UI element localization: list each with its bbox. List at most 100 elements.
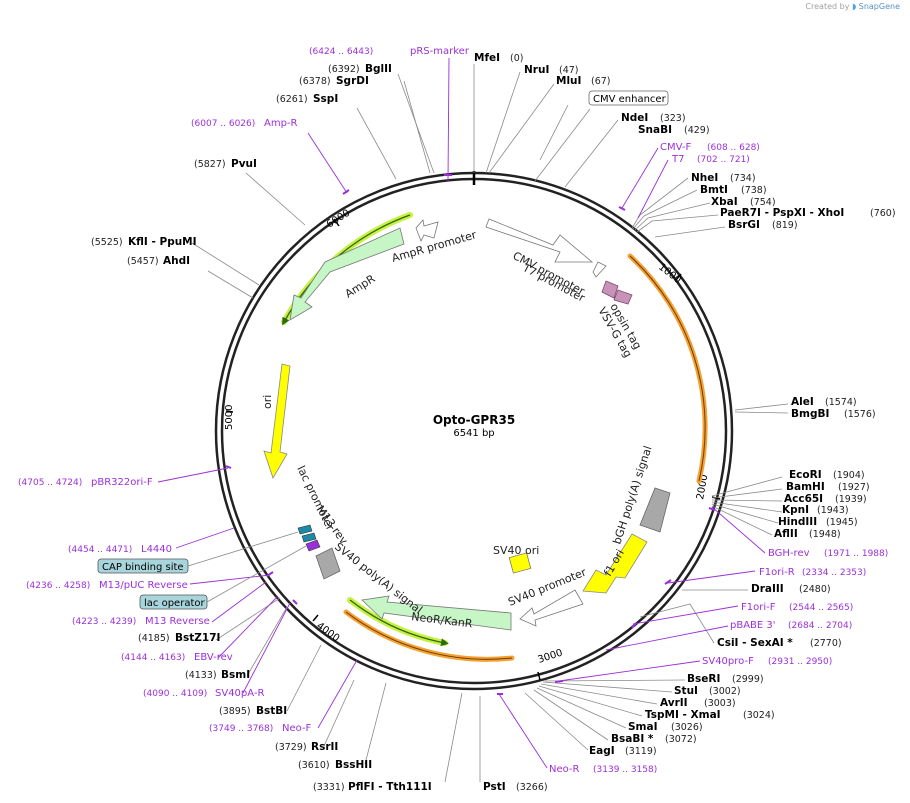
primer-m13-puc-reverse: M13/pUC Reverse bbox=[99, 580, 188, 591]
svg-text:(1971 .. 1988): (1971 .. 1988) bbox=[824, 549, 888, 559]
svg-text:(1948): (1948) bbox=[809, 529, 841, 540]
site-bsshii: BssHII bbox=[335, 759, 372, 771]
site-mfei: MfeI bbox=[474, 52, 500, 64]
site-srui: NruI bbox=[524, 64, 549, 76]
svg-text:(0): (0) bbox=[510, 53, 523, 64]
svg-text:(738): (738) bbox=[741, 185, 767, 196]
sv40-promoter-arrow bbox=[519, 589, 584, 627]
site-hindiii: HindIII bbox=[778, 516, 817, 528]
primer-amp-r: Amp-R bbox=[264, 118, 298, 129]
lac-operator-feature bbox=[305, 539, 321, 552]
svg-text:(323): (323) bbox=[660, 113, 686, 124]
primer-neo-r: Neo-R bbox=[549, 764, 580, 775]
primer-f1ori-f: F1ori-F bbox=[741, 602, 776, 613]
svg-text:(1945): (1945) bbox=[826, 517, 858, 528]
site-ahdi: AhdI bbox=[163, 255, 190, 267]
tick-label-3000: 3000 bbox=[537, 648, 565, 666]
svg-text:(2334 .. 2353): (2334 .. 2353) bbox=[802, 568, 866, 578]
svg-text:(6392): (6392) bbox=[328, 64, 360, 75]
site-sspi: SspI bbox=[313, 93, 338, 105]
svg-text:(5525): (5525) bbox=[91, 237, 123, 248]
svg-text:(3119): (3119) bbox=[625, 746, 657, 757]
t7-promoter-arrow bbox=[592, 261, 607, 278]
site-aflii: AflII bbox=[774, 528, 798, 540]
svg-text:(47): (47) bbox=[559, 65, 579, 76]
svg-text:(2684 .. 2704): (2684 .. 2704) bbox=[788, 621, 852, 631]
svg-text:(4223 .. 4239): (4223 .. 4239) bbox=[72, 617, 136, 627]
primer-m13-reverse: M13 Reverse bbox=[145, 616, 210, 627]
site-xhoi: PaeR7I - PspXI - XhoI bbox=[720, 207, 844, 219]
primer-cmv-f: CMV-F bbox=[660, 142, 691, 153]
cmv-enhancer-box: CMV enhancer bbox=[593, 94, 667, 105]
primer-leader-lines bbox=[157, 57, 766, 769]
svg-text:(6378): (6378) bbox=[299, 76, 331, 87]
site-ndei: NdeI bbox=[621, 112, 648, 124]
site-eagi: EagI bbox=[589, 745, 615, 757]
svg-text:(3003): (3003) bbox=[704, 698, 736, 709]
vsv-g-tag-feature bbox=[613, 289, 633, 305]
site-tth111i: PflFI - Tth111I bbox=[348, 781, 432, 793]
site-ecori: EcoRI bbox=[789, 469, 822, 481]
plasmid-length: 6541 bp bbox=[453, 428, 494, 439]
bgh-polya-feature bbox=[639, 487, 671, 533]
svg-text:(3610): (3610) bbox=[298, 760, 330, 771]
site-mlui: MluI bbox=[556, 75, 581, 87]
svg-text:(608 .. 628): (608 .. 628) bbox=[707, 143, 760, 153]
svg-text:(3266): (3266) bbox=[516, 782, 548, 793]
site-bsmi: BsmI bbox=[221, 669, 250, 681]
svg-text:(760): (760) bbox=[870, 208, 896, 219]
svg-text:(734): (734) bbox=[730, 173, 756, 184]
svg-text:(3024): (3024) bbox=[743, 710, 775, 721]
site-bamhi: BamHI bbox=[786, 481, 825, 493]
svg-text:(3139 .. 3158): (3139 .. 3158) bbox=[593, 765, 657, 775]
m13-rev-feature bbox=[297, 524, 313, 535]
site-leader-lines bbox=[191, 64, 789, 783]
primer-f1ori-r: F1ori-R bbox=[759, 567, 795, 578]
credit-brand: SnapGene bbox=[858, 2, 900, 11]
svg-text:(3729): (3729) bbox=[275, 742, 307, 753]
primer-marks bbox=[225, 174, 716, 695]
sv40-ori-feature bbox=[508, 552, 532, 574]
site-bmti: BmtI bbox=[700, 184, 728, 196]
primer-l4440: L4440 bbox=[141, 544, 172, 555]
svg-text:(3895): (3895) bbox=[219, 706, 251, 717]
svg-text:(1927): (1927) bbox=[838, 482, 870, 493]
primer-pbr322ori-f: pBR322ori-F bbox=[91, 477, 153, 488]
neor-kanr-arrow bbox=[361, 595, 512, 631]
svg-text:(429): (429) bbox=[684, 125, 710, 136]
site-xmai: TspMI - XmaI bbox=[645, 709, 721, 721]
site-bsrgi: BsrGI bbox=[728, 219, 760, 231]
primer-pbabe3: pBABE 3' bbox=[730, 620, 776, 631]
svg-text:(819): (819) bbox=[772, 220, 798, 231]
svg-text:(5827): (5827) bbox=[194, 159, 226, 170]
site-draiii: DraIII bbox=[751, 583, 784, 595]
opsin-tag-feature bbox=[601, 280, 619, 299]
tick-label-5000: 5000 bbox=[224, 405, 235, 430]
site-bstz17i: BstZ17I bbox=[175, 632, 220, 644]
site-bsabi: BsaBI * bbox=[611, 733, 654, 745]
primer-sv40pro-f: SV40pro-F bbox=[702, 656, 754, 667]
tick-label-4000: 4000 bbox=[314, 621, 341, 645]
ampr-label: AmpR bbox=[343, 272, 378, 301]
svg-text:(4236 .. 4258): (4236 .. 4258) bbox=[26, 581, 90, 591]
site-bstbi: BstBI bbox=[256, 705, 287, 717]
ampr-arrow bbox=[289, 227, 405, 321]
site-pvui: PvuI bbox=[231, 158, 257, 170]
primer-neo-f: Neo-F bbox=[282, 723, 312, 734]
cmv-promoter-arrow bbox=[485, 218, 594, 263]
ori-label: ori bbox=[261, 395, 274, 409]
svg-text:(1904): (1904) bbox=[833, 470, 865, 481]
svg-text:(754): (754) bbox=[750, 197, 776, 208]
primer-bgh-rev: BGH-rev bbox=[768, 548, 810, 559]
svg-text:(3026): (3026) bbox=[671, 722, 703, 733]
feature-callouts: CMV enhancer CAP binding site lac operat… bbox=[97, 90, 669, 610]
site-sgrdi: SgrDI bbox=[336, 75, 369, 87]
primer-labels: (6424 .. 6443)pRS-marker (6007 .. 6026)A… bbox=[18, 46, 888, 775]
site-smai: SmaI bbox=[628, 721, 658, 733]
svg-text:(1939): (1939) bbox=[835, 494, 867, 505]
site-xbai: XbaI bbox=[711, 196, 738, 208]
site-bmgbi: BmgBI bbox=[791, 408, 829, 420]
tick-label-1000: 1000 bbox=[656, 262, 683, 286]
site-nhei: NheI bbox=[691, 172, 718, 184]
